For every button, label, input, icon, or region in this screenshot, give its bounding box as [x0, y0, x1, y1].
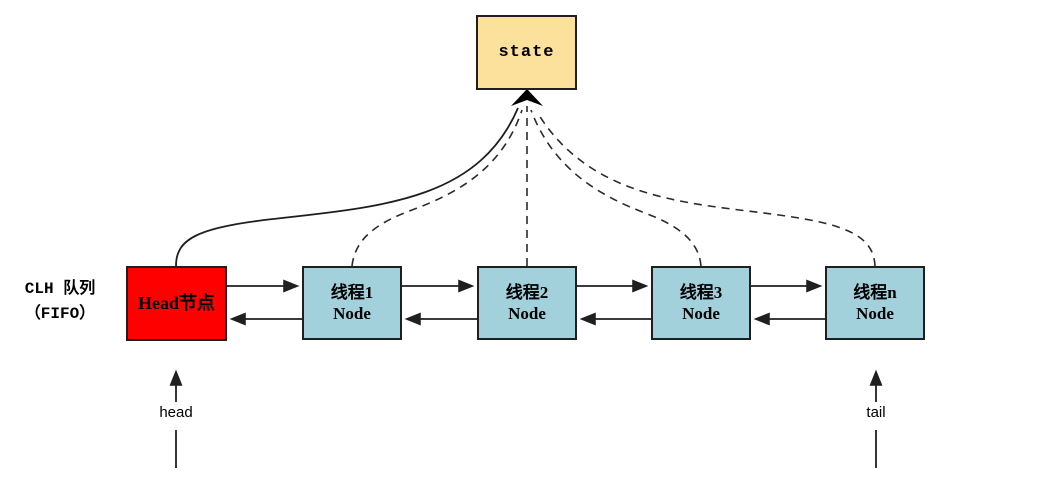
node1-to-state-dashed-arrow [351, 109, 523, 267]
thread2-node-box: 线程2 Node [477, 266, 577, 340]
thread1-node-label-line1: 线程1 [330, 282, 374, 302]
threadn-node-label-line1: 线程n [853, 282, 897, 302]
thread3-node-box: 线程3 Node [651, 266, 751, 340]
noden-to-state-dashed-arrow [536, 111, 876, 267]
thread3-node-label-line1: 线程3 [679, 282, 723, 302]
state-box: state [476, 15, 577, 90]
head-pointer-label: head [159, 404, 193, 421]
threadn-node-box: 线程n Node [825, 266, 925, 340]
head-to-state-arrow [175, 107, 519, 267]
thread3-node-label-line2: Node [682, 304, 720, 323]
tail-pointer-label: tail [866, 404, 886, 421]
clh-queue-label-line2: （FIFO） [24, 304, 96, 323]
state-box-label: state [498, 42, 555, 62]
threadn-node-label-line2: Node [856, 304, 894, 323]
node3-to-state-dashed-arrow [530, 109, 702, 267]
thread1-node-label-line2: Node [333, 304, 371, 323]
head-node-label: Head节点 [137, 293, 215, 314]
thread1-node-box: 线程1 Node [302, 266, 402, 340]
thread2-node-label-line2: Node [508, 304, 546, 323]
thread2-node-label-line1: 线程2 [505, 282, 549, 302]
state-arrowhead [511, 89, 543, 106]
clh-queue-label: CLH 队列 （FIFO） [4, 277, 116, 327]
head-node-box: Head节点 [126, 266, 227, 341]
clh-queue-label-line1: CLH 队列 [24, 280, 96, 298]
